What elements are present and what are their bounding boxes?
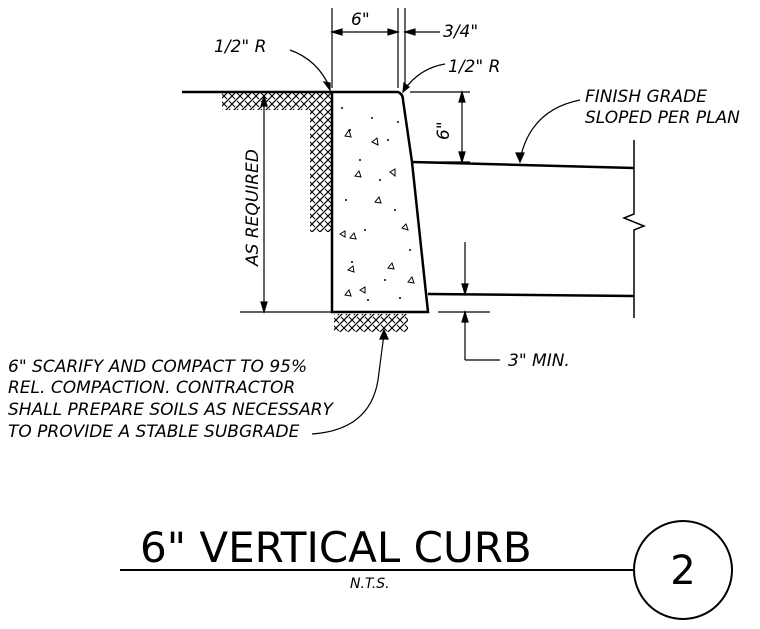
subgrade-note-line4: TO PROVIDE A STABLE SUBGRADE xyxy=(8,422,300,442)
detail-number: 2 xyxy=(670,548,695,594)
detail-number-bubble xyxy=(633,520,733,620)
radius-left-label: 1/2" R xyxy=(214,37,266,57)
face-height-label: 6" xyxy=(434,121,454,140)
subgrade-note-line2: REL. COMPACTION. CONTRACTOR xyxy=(8,378,295,398)
soil-hatch xyxy=(222,92,408,332)
leader-lines xyxy=(289,49,581,435)
batter-label: 3/4" xyxy=(443,22,478,42)
depth-label: AS REQUIRED xyxy=(243,149,263,267)
finish-grade-label-line2: SLOPED PER PLAN xyxy=(585,108,740,128)
subgrade-note-line3: SHALL PREPARE SOILS AS NECESSARY xyxy=(8,400,335,420)
detail-title: 6" VERTICAL CURB xyxy=(140,523,532,572)
curb-width-label: 6" xyxy=(351,10,370,30)
finish-grade-label-line1: FINISH GRADE xyxy=(585,87,707,107)
radius-right-label: 1/2" R xyxy=(448,57,500,77)
title-block: 6" VERTICAL CURB N.T.S. 2 xyxy=(120,520,733,620)
concrete-curb xyxy=(330,90,430,314)
subgrade-note-line1: 6" SCARIFY AND COMPACT TO 95% xyxy=(8,357,307,377)
dimension-lines xyxy=(240,8,500,361)
scale-label: N.T.S. xyxy=(350,576,390,592)
grade-lines xyxy=(182,90,647,318)
subgrade-depth-label: 3" MIN. xyxy=(508,351,570,371)
